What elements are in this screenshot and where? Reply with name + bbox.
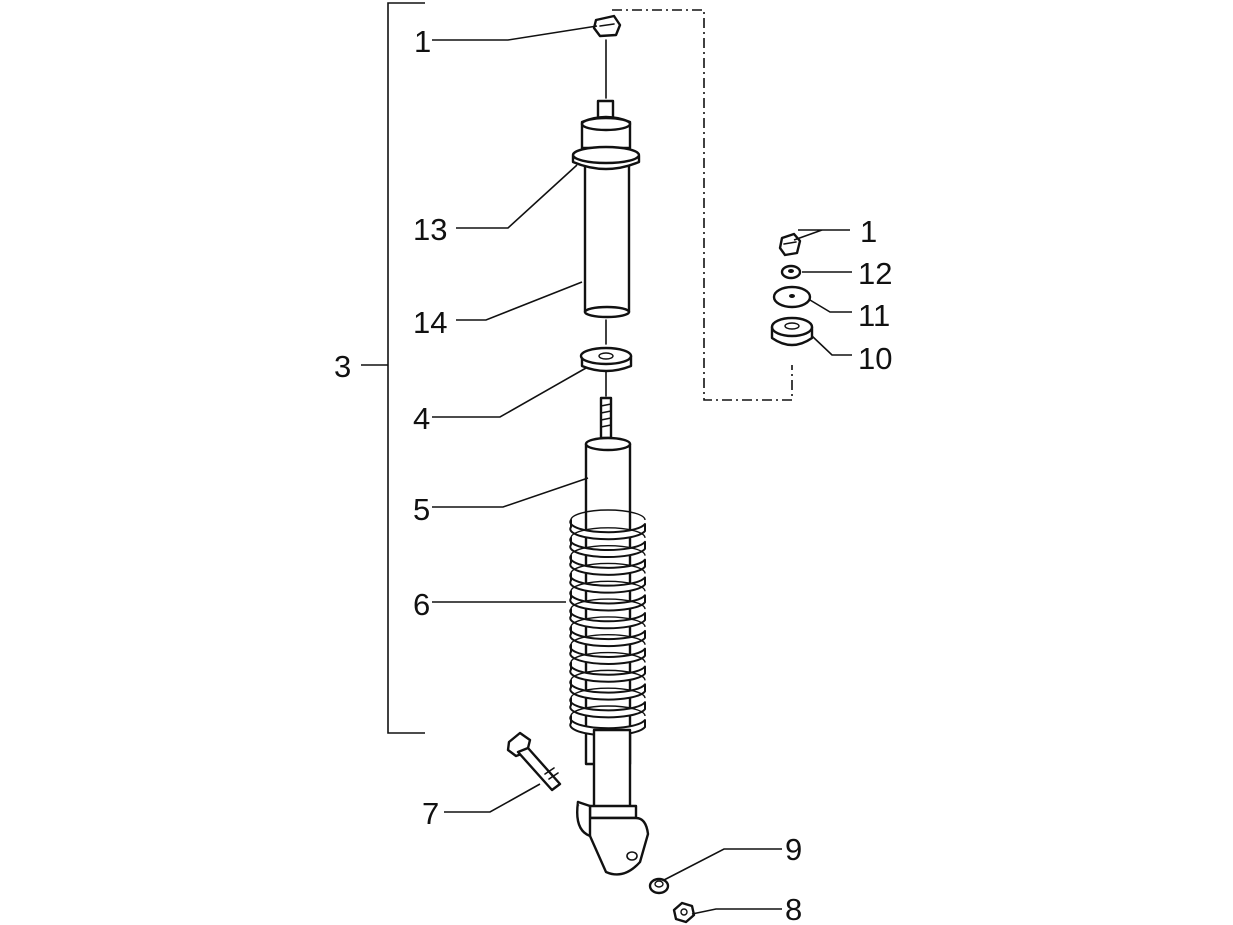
spring-coil-back	[570, 705, 646, 717]
leader-lines	[432, 25, 852, 915]
callout-9-lower-lock-washer: 9	[785, 832, 802, 867]
callout-10-side-rubber-bush: 10	[858, 341, 892, 376]
spring-coil-back	[570, 527, 646, 538]
spring-coil-back	[570, 580, 646, 592]
flange-ring	[571, 145, 641, 171]
spring-coil-back	[570, 651, 646, 663]
callout-12-side-lock-washer: 12	[858, 256, 892, 291]
callout-8-lower-nut: 8	[785, 892, 802, 925]
callout-1-top-nut: 1	[414, 24, 431, 59]
spring-coil-front	[569, 590, 646, 612]
dust-cover	[583, 158, 631, 319]
callout-7-bolt: 7	[422, 796, 439, 831]
spring-coil-front	[569, 625, 646, 648]
callout-4-washer: 4	[413, 401, 430, 436]
spring-coil-front	[569, 572, 646, 594]
lower-mount	[576, 728, 650, 876]
spring-coil-front	[569, 608, 646, 630]
spring-coil-back	[570, 669, 646, 681]
side-plate-washer	[772, 285, 812, 309]
side-rubber-bush	[770, 316, 814, 347]
spring-coil-back	[570, 509, 646, 521]
callout-14-dust-cover: 14	[413, 305, 447, 340]
lower-nut	[672, 901, 696, 924]
callout-11-side-plate-washer: 11	[858, 298, 890, 333]
spring-coil-front	[569, 643, 646, 665]
callout-6-coil-spring: 6	[413, 587, 430, 622]
spring-coil-front	[569, 536, 646, 558]
coil-spring	[569, 509, 646, 737]
callout-13-flange-ring: 13	[413, 212, 447, 247]
washer	[579, 346, 633, 373]
spring-coil-back	[570, 544, 646, 556]
bolt	[506, 731, 562, 792]
side-nut	[778, 232, 802, 257]
spring-coil-front	[569, 519, 646, 541]
side-lock-washer	[780, 264, 802, 280]
spring-coil-back	[570, 634, 646, 645]
assembly-bracket	[361, 2, 425, 734]
callout-5-damper-body: 5	[413, 492, 430, 527]
reference-dash-line	[612, 9, 793, 401]
spring-coil-front	[569, 554, 646, 576]
callout-3-assembly: 3	[334, 349, 351, 384]
spring-coil-front	[569, 679, 646, 701]
spring-coil-back	[570, 598, 646, 610]
spring-coil-back	[570, 562, 646, 574]
spring-coil-back	[570, 616, 646, 628]
threaded-rod	[599, 396, 613, 440]
upper-cap	[580, 115, 632, 150]
callout-1-side-nut: 1	[860, 214, 877, 249]
spring-coil-front	[569, 697, 646, 719]
spring-coil-front	[569, 661, 646, 683]
top-nut	[592, 14, 622, 99]
spring-coil-back	[570, 687, 646, 699]
lower-lock-washer	[648, 877, 670, 895]
